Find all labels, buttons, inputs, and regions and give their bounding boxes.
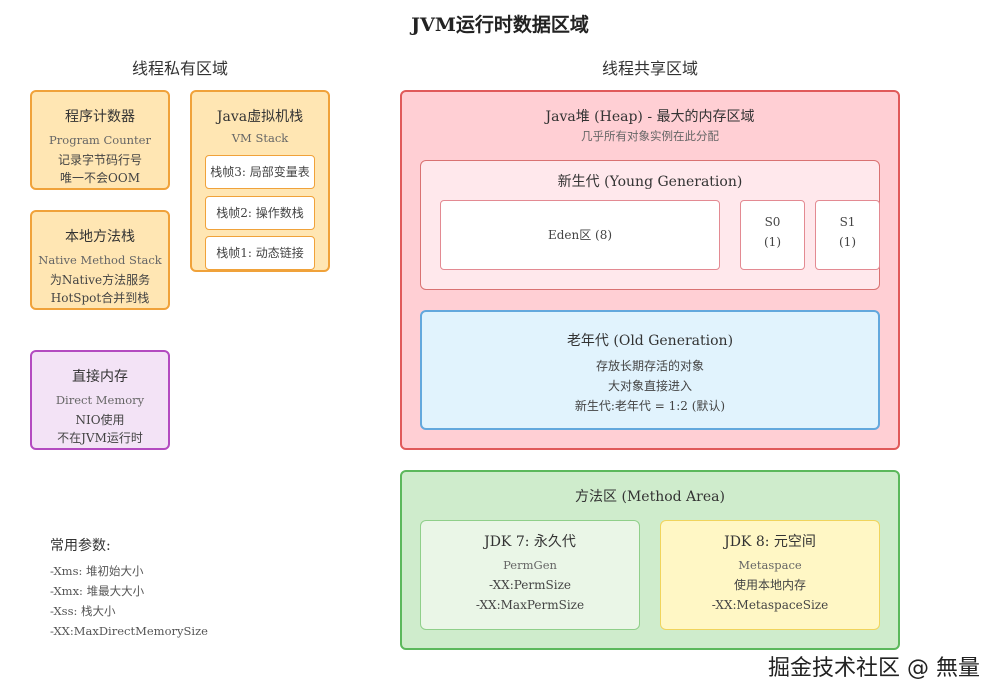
s1-name: S1	[839, 215, 856, 229]
jdk8-title: JDK 8: 元空间	[724, 534, 816, 550]
heap-subtitle: 几乎所有对象实例在此分配	[581, 129, 719, 143]
vm-stack-title: Java虚拟机栈	[216, 109, 304, 125]
stack-frame-1: 栈帧1: 动态链接	[205, 236, 315, 270]
common-params: 常用参数: -Xms: 堆初始大小 -Xmx: 堆最大大小 -Xss: 栈大小 …	[50, 535, 310, 641]
program-counter-subtitle: Program Counter	[49, 133, 151, 147]
shared-area-heading: 线程共享区域	[601, 59, 698, 78]
program-counter-line: 唯一不会OOM	[60, 171, 140, 185]
jdk7-line: -XX:MaxPermSize	[475, 598, 585, 612]
diagram-title: JVM运行时数据区域	[411, 14, 589, 36]
jdk8-metaspace-box: JDK 8: 元空间 Metaspace 使用本地内存 -XX:Metaspac…	[660, 520, 880, 630]
param-item: -Xss: 栈大小	[50, 604, 116, 618]
direct-memory-line: NIO使用	[75, 413, 125, 427]
heap-title: Java堆 (Heap) - 最大的内存区域	[545, 109, 755, 125]
jdk7-subtitle: PermGen	[503, 558, 557, 572]
old-generation-line: 大对象直接进入	[607, 379, 692, 393]
native-stack-line: 为Native方法服务	[49, 273, 151, 287]
s0-value: (1)	[764, 235, 781, 249]
param-item: -Xms: 堆初始大小	[50, 564, 144, 578]
private-area-heading: 线程私有区域	[131, 59, 228, 78]
jdk7-permgen-box: JDK 7: 永久代 PermGen -XX:PermSize -XX:MaxP…	[420, 520, 640, 630]
param-item: -Xmx: 堆最大大小	[50, 584, 145, 598]
method-area-title: 方法区 (Method Area)	[575, 489, 725, 505]
jdk7-title: JDK 7: 永久代	[484, 534, 576, 550]
old-generation-title: 老年代 (Old Generation)	[566, 333, 734, 349]
young-generation-title: 新生代 (Young Generation)	[557, 174, 743, 190]
direct-memory-subtitle: Direct Memory	[55, 393, 145, 407]
eden-space: Eden区 (8)	[440, 200, 720, 270]
native-stack-title: 本地方法栈	[65, 229, 135, 245]
native-stack-line: HotSpot合并到栈	[50, 291, 150, 305]
stack-frame-2: 栈帧2: 操作数栈	[205, 196, 315, 230]
survivor-s0: S0 (1)	[740, 200, 805, 270]
program-counter-box: 程序计数器 Program Counter 记录字节码行号 唯一不会OOM	[30, 90, 170, 190]
old-generation-box: 老年代 (Old Generation) 存放长期存活的对象 大对象直接进入 新…	[420, 310, 880, 430]
direct-memory-line: 不在JVM运行时	[57, 431, 143, 445]
jdk7-line: -XX:PermSize	[489, 578, 571, 592]
jdk8-line: 使用本地内存	[733, 578, 806, 592]
native-method-stack-box: 本地方法栈 Native Method Stack 为Native方法服务 Ho…	[30, 210, 170, 310]
old-generation-line: 存放长期存活的对象	[595, 359, 704, 373]
param-item: -XX:MaxDirectMemorySize	[50, 624, 208, 638]
direct-memory-box: 直接内存 Direct Memory NIO使用 不在JVM运行时	[30, 350, 170, 450]
survivor-s1: S1 (1)	[815, 200, 880, 270]
old-generation-line: 新生代:老年代 = 1:2 (默认)	[574, 399, 726, 413]
vm-stack-subtitle: VM Stack	[231, 131, 289, 145]
program-counter-title: 程序计数器	[65, 109, 135, 125]
native-stack-subtitle: Native Method Stack	[38, 253, 162, 267]
stack-frame-3: 栈帧3: 局部变量表	[205, 155, 315, 189]
jdk8-line: -XX:MetaspaceSize	[711, 598, 829, 612]
program-counter-line: 记录字节码行号	[57, 153, 142, 167]
params-heading: 常用参数:	[50, 538, 111, 554]
s1-value: (1)	[839, 235, 856, 249]
s0-name: S0	[764, 215, 781, 229]
watermark: 掘金技术社区 @ 無量	[768, 656, 980, 681]
jdk8-subtitle: Metaspace	[738, 558, 802, 572]
direct-memory-title: 直接内存	[72, 369, 128, 385]
